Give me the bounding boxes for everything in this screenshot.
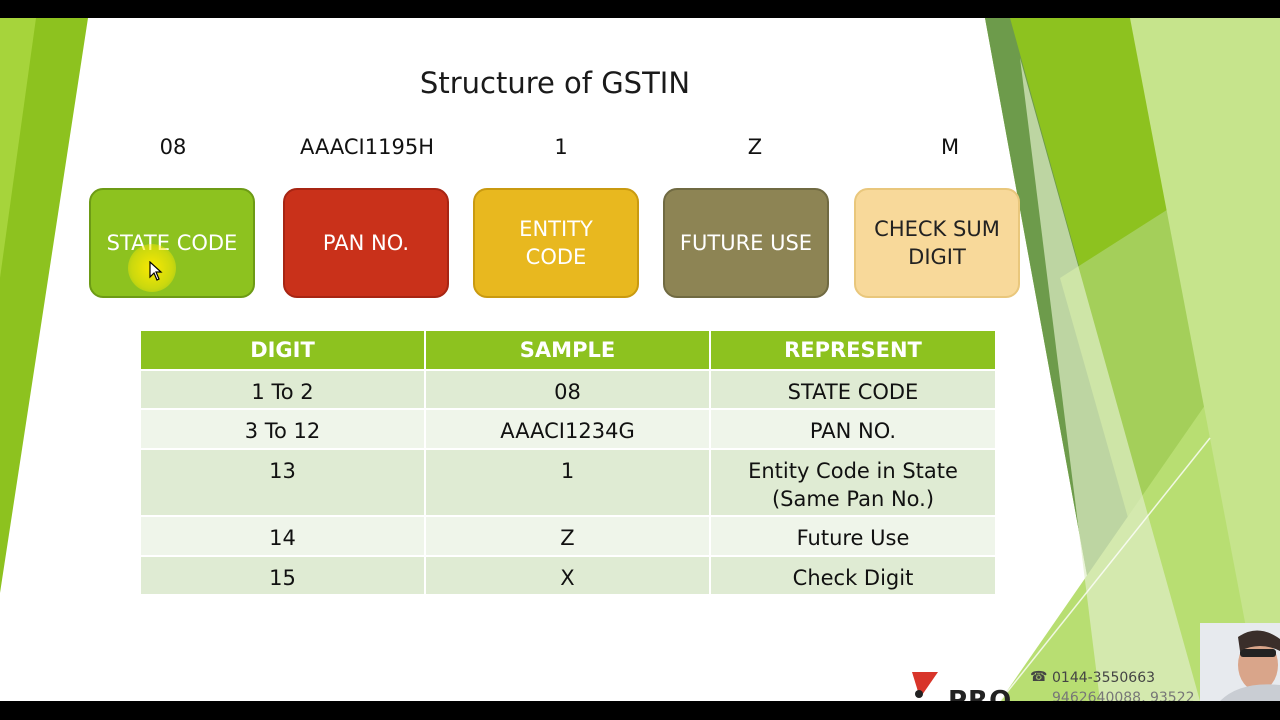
slide-title: Structure of GSTIN (419, 66, 691, 100)
company-logo-icon (912, 672, 938, 698)
segment-label: PAN NO. (322, 231, 410, 255)
table-row: 3 To 12 AAACI1234G PAN NO. (141, 408, 995, 449)
segment-box-check-sum: CHECK SUM DIGIT (854, 188, 1020, 298)
table-header-row: DIGIT SAMPLE REPRESENT (141, 331, 995, 370)
footer-phone-secondary: 9462640088, 93522 (1052, 690, 1195, 701)
cell-sample: 08 (425, 369, 711, 409)
segment-value-pan: AAACI1195H (300, 135, 434, 159)
segment-value-future-use: Z (747, 135, 763, 159)
gstin-table: DIGIT SAMPLE REPRESENT 1 To 2 08 STATE C… (141, 331, 995, 594)
presenter-webcam (1200, 623, 1280, 701)
presentation-slide: Structure of GSTIN 08 AAACI1195H 1 Z M S… (0, 18, 1280, 701)
header-sample: SAMPLE (425, 331, 711, 370)
segment-box-pan: PAN NO. (283, 188, 449, 298)
table-row: 15 X Check Digit (141, 555, 995, 594)
cell-sample: Z (425, 515, 711, 556)
cell-digit: 15 (141, 555, 426, 594)
segment-box-state-code: STATE CODE (89, 188, 255, 298)
segment-label: ENTITY CODE (519, 217, 593, 269)
segment-value-check-sum: M (940, 135, 960, 159)
header-represent: REPRESENT (710, 331, 995, 370)
segment-box-future-use: FUTURE USE (663, 188, 829, 298)
mouse-pointer-icon (149, 261, 163, 281)
table-row: 1 To 2 08 STATE CODE (141, 369, 995, 409)
slide-background-decoration (0, 18, 1280, 701)
cell-represent: Future Use (710, 515, 995, 556)
cell-represent: PAN NO. (710, 408, 995, 449)
segment-label: STATE CODE (106, 231, 238, 255)
cell-sample: 1 (425, 448, 711, 516)
cell-digit: 14 (141, 515, 426, 556)
segment-value-entity-code: 1 (554, 135, 568, 159)
table-row: 13 1 Entity Code in State (Same Pan No.) (141, 448, 995, 516)
cell-digit: 13 (141, 448, 426, 516)
cell-digit: 1 To 2 (141, 369, 426, 409)
phone-icon: ☎ (1030, 669, 1048, 685)
presenter-avatar (1200, 623, 1280, 701)
cell-sample: X (425, 555, 711, 594)
table-row: 14 Z Future Use (141, 515, 995, 556)
cell-sample: AAACI1234G (425, 408, 711, 449)
header-digit: DIGIT (141, 331, 426, 370)
cell-represent: Entity Code in State (Same Pan No.) (710, 448, 995, 516)
company-logo-text: PRO (948, 686, 1013, 701)
segment-label: FUTURE USE (679, 231, 813, 255)
cell-represent: Check Digit (710, 555, 995, 594)
segment-box-entity-code: ENTITY CODE (473, 188, 639, 298)
segment-label: CHECK SUM DIGIT (874, 217, 1000, 269)
cell-represent: STATE CODE (710, 369, 995, 409)
segment-value-state-code: 08 (159, 135, 187, 159)
footer-phone-primary: 0144-3550663 (1052, 670, 1156, 686)
cell-digit: 3 To 12 (141, 408, 426, 449)
